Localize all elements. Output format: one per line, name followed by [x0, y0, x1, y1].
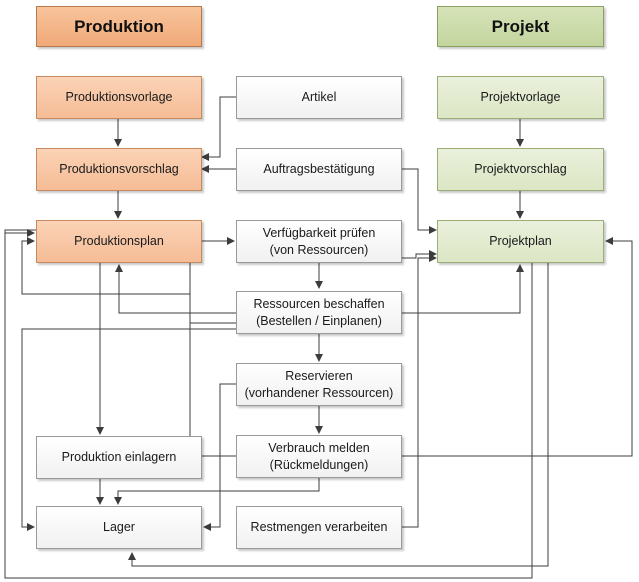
restmengen-verarbeiten-box[interactable]: Restmengen verarbeiten [236, 506, 402, 549]
produktion-einlagern-label: Produktion einlagern [61, 450, 177, 464]
produktionsplan-label: Produktionsplan [74, 234, 164, 248]
verfuegbarkeit-pruefen-label: Verfügbarkeit prüfen (von Ressourcen) [262, 225, 376, 257]
ressourcen-beschaffen-label: Ressourcen beschaffen (Bestellen / Einpl… [253, 296, 385, 328]
connector-verfuegbarkeit-to-projektplan [402, 250, 437, 259]
production-header: Produktion [36, 6, 202, 47]
lager-box[interactable]: Lager [36, 506, 202, 549]
auftragsbestaetigung-box[interactable]: Auftragsbestätigung [236, 148, 402, 191]
connector-beschaffen-to-lager [21, 328, 236, 531]
connector-artikel-to-vorschlag [201, 96, 236, 161]
connector-projektplan-outer-loop [12, 263, 533, 579]
projektplan-box[interactable]: Projektplan [437, 220, 604, 263]
connector-verbrauch-to-lager [114, 478, 320, 505]
projektvorschlag-label: Projektvorschlag [474, 162, 567, 176]
produktionsvorschlag-box[interactable]: Produktionsvorschlag [36, 148, 202, 191]
artikel-box[interactable]: Artikel [236, 76, 402, 119]
produktion-einlagern-box[interactable]: Produktion einlagern [36, 436, 202, 479]
projektplan-label: Projektplan [489, 234, 552, 248]
connector-beschaffen-to-plan [115, 264, 236, 314]
produktionsvorlage-label: Produktionsvorlage [65, 90, 173, 104]
verbrauch-melden-box[interactable]: Verbrauch melden (Rückmeldungen) [236, 435, 402, 478]
lager-label: Lager [103, 520, 135, 534]
connector-projektplan-to-lager [128, 263, 549, 567]
projektvorschlag-box[interactable]: Projektvorschlag [437, 148, 604, 191]
project-header-label: Projekt [491, 17, 550, 36]
artikel-label: Artikel [301, 90, 337, 104]
ressourcen-beschaffen-box[interactable]: Ressourcen beschaffen (Bestellen / Einpl… [236, 291, 402, 334]
produktionsvorlage-box[interactable]: Produktionsvorlage [36, 76, 202, 119]
verbrauch-melden-label: Verbrauch melden (Rückmeldungen) [268, 440, 370, 472]
connector-beschaffen-loop-to-plan [21, 237, 236, 324]
connector-auftrag-to-projektplan [402, 168, 437, 234]
reservieren-label: Reservieren (vorhandener Ressourcen) [244, 368, 394, 400]
connector-verbrauch-to-projektplan [402, 237, 633, 457]
production-header-label: Produktion [74, 17, 164, 36]
produktionsplan-box[interactable]: Produktionsplan [36, 220, 202, 263]
project-header: Projekt [437, 6, 604, 47]
reservieren-box[interactable]: Reservieren (vorhandener Ressourcen) [236, 363, 402, 406]
verfuegbarkeit-pruefen-box[interactable]: Verfügbarkeit prüfen (von Ressourcen) [236, 220, 402, 263]
auftragsbestaetigung-label: Auftragsbestätigung [263, 162, 375, 176]
produktionsvorschlag-label: Produktionsvorschlag [59, 162, 179, 176]
projektvorlage-box[interactable]: Projektvorlage [437, 76, 604, 119]
connector-restmengen-to-projektplan [402, 254, 437, 528]
projektvorlage-label: Projektvorlage [480, 90, 561, 104]
connector-beschaffen-to-projektplan [402, 264, 524, 314]
restmengen-verarbeiten-label: Restmengen verarbeiten [250, 520, 388, 534]
